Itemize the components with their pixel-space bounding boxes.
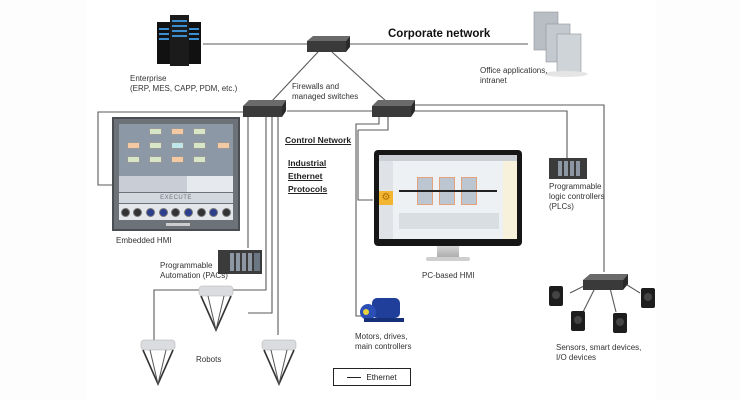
control-network-label: Control Network — [285, 135, 352, 145]
right-margin — [656, 0, 740, 400]
hmi-flow-area — [119, 124, 233, 176]
enterprise-label: Enterprise (ERP, MES, CAPP, PDM, etc.) — [130, 74, 238, 93]
core-switch — [307, 36, 350, 52]
knob-icon[interactable] — [209, 207, 219, 217]
knob-icon[interactable] — [146, 207, 156, 217]
link-sensor-2 — [582, 287, 596, 313]
pc-hmi-screen: ⚙ — [379, 155, 517, 239]
left-margin — [0, 0, 86, 400]
pacs-label: Programmable Automation (PACs) — [160, 261, 228, 280]
hmi-knob-row — [119, 204, 233, 220]
sensor-device-icon — [571, 311, 585, 331]
link-to-motors — [355, 116, 380, 317]
plcs-label: Programmable logic controllers (PLCs) — [549, 182, 605, 211]
hmi-right-panel — [503, 161, 517, 239]
knob-icon[interactable] — [120, 207, 130, 217]
link-to-embedded-hmi — [97, 111, 250, 186]
hmi-sidebar: ⚙ — [379, 161, 393, 239]
monitor-stand — [437, 246, 459, 258]
gear-icon[interactable]: ⚙ — [379, 191, 393, 205]
legend-ethernet-label: Ethernet — [366, 372, 397, 382]
pac-rack-icon — [218, 250, 262, 274]
robots-label: Robots — [196, 355, 222, 364]
link-to-plcs — [415, 110, 568, 158]
embedded-hmi-label: Embedded HMI — [116, 236, 172, 245]
robot-icon — [198, 285, 234, 332]
enterprise-server-icon — [157, 15, 201, 66]
office-label: Office applications, intranet — [480, 66, 548, 85]
sensor-device-icon — [641, 288, 655, 308]
sensor-device-icon — [613, 313, 627, 333]
plc-rack-icon — [549, 158, 587, 179]
industrial-ethernet-label: Industrial Ethernet Protocols — [288, 158, 328, 194]
switch-right — [372, 100, 415, 117]
embedded-hmi-panel: EXECUTE — [112, 117, 240, 231]
knob-icon[interactable] — [196, 207, 206, 217]
motor-icon — [360, 298, 404, 322]
pc-hmi-label: PC-based HMI — [422, 271, 475, 280]
link-core-switch-left — [270, 51, 319, 103]
sensor-device-icon — [549, 286, 563, 306]
switch-left — [243, 100, 286, 117]
link-to-pchmi — [357, 130, 373, 201]
link-sensor-3 — [609, 287, 617, 313]
knob-icon[interactable] — [133, 207, 143, 217]
firewalls-label: Firewalls and managed switches — [292, 82, 359, 101]
office-servers-icon — [533, 11, 588, 77]
robot-icon — [261, 339, 297, 386]
ethernet-line-swatch — [347, 376, 362, 378]
knob-icon[interactable] — [171, 207, 181, 217]
link-to-robot-center — [248, 117, 273, 314]
link-to-sensors — [415, 104, 605, 272]
corporate-network-title: Corporate network — [388, 28, 491, 40]
link-core-switch-right — [331, 51, 388, 103]
motors-label: Motors, drives, main controllers — [355, 332, 412, 351]
sensors-label: Sensors, smart devices, I/O devices — [556, 343, 642, 362]
pc-hmi-monitor: ⚙ — [374, 150, 522, 246]
switch-sensors — [583, 274, 628, 290]
execute-button[interactable]: EXECUTE — [119, 193, 233, 203]
knob-icon[interactable] — [184, 207, 194, 217]
knob-icon[interactable] — [222, 207, 232, 217]
legend: Ethernet — [333, 368, 411, 386]
link-pchmi-stub — [358, 116, 389, 131]
knob-icon[interactable] — [158, 207, 168, 217]
robot-icon — [140, 339, 176, 386]
hmi-data-table — [399, 213, 499, 229]
